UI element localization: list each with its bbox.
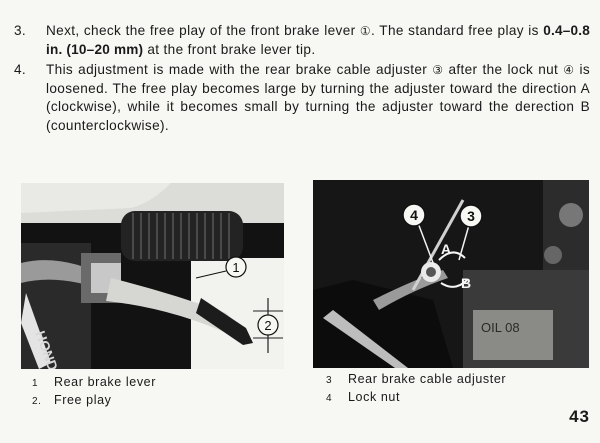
caption-text: Rear brake lever	[54, 375, 157, 389]
step3-text-mid: . The standard free play is	[371, 23, 544, 38]
arrow-clockwise-icon	[438, 251, 466, 261]
caption-number: 4	[326, 393, 333, 404]
step3-text-after: at the front brake lever tip.	[143, 41, 316, 57]
cable-adjuster-photo: OIL 08 4 3 A B	[313, 180, 589, 368]
caption-item: 2. Free play	[32, 392, 156, 410]
caption-text: Rear brake cable adjuster	[348, 372, 507, 386]
ref-circle-3: ③	[432, 63, 444, 77]
step-number: 3.	[14, 23, 27, 38]
callout-3	[459, 204, 483, 228]
caption-item: 3 Rear brake cable adjuster	[326, 371, 506, 389]
step3-text-before: Next, check the free play of the front b…	[46, 23, 360, 38]
caption-left: 1 Rear brake lever 2. Free play	[32, 374, 156, 410]
callout-1-label: 1	[232, 260, 239, 275]
brake-lever-illustration: HONDA 1 2	[21, 183, 284, 369]
step-text: Next, check the free play of the front b…	[46, 22, 590, 59]
cable-adjuster-illustration: OIL 08 4 3 A B	[313, 180, 589, 368]
step-number: 4.	[14, 62, 27, 77]
caption-item: 4 Lock nut	[326, 389, 506, 407]
step4-text-a: This adjustment is made with the rear br…	[46, 62, 433, 77]
caption-number: 1	[32, 378, 39, 389]
direction-b-label: B	[461, 275, 471, 291]
callout-1	[225, 256, 247, 278]
brake-lever-photo: HONDA 1 2	[21, 183, 284, 369]
caption-number: 2.	[32, 396, 42, 407]
page-number: 43	[569, 407, 590, 426]
callout-4	[402, 203, 426, 227]
step4-text-c: is loosened. The free play becomes large…	[46, 62, 590, 133]
callout-2-label: 2	[264, 318, 271, 333]
instruction-step-3: 3. Next, check the free play of the fron…	[8, 22, 590, 59]
arrow-counterclockwise-icon	[440, 279, 468, 288]
engine-stamp: OIL 08	[481, 320, 520, 335]
step-text: This adjustment is made with the rear br…	[46, 61, 590, 135]
caption-number: 3	[326, 375, 333, 386]
callout-3-label: 3	[467, 208, 475, 224]
callout-2	[257, 314, 279, 336]
direction-a-label: A	[441, 241, 451, 257]
caption-right: 3 Rear brake cable adjuster 4 Lock nut	[326, 371, 506, 407]
step4-text-b: after the lock nut	[443, 62, 564, 77]
caption-text: Free play	[54, 393, 112, 407]
ref-circle-4: ④	[563, 63, 575, 77]
free-play-spec: 0.4–0.8 in. (10–20 mm)	[46, 23, 590, 57]
caption-item: 1 Rear brake lever	[32, 374, 156, 392]
callout-4-label: 4	[410, 207, 418, 223]
caption-text: Lock nut	[348, 390, 401, 404]
instruction-step-4: 4. This adjustment is made with the rear…	[8, 61, 590, 135]
ref-circle-1: ①	[359, 24, 371, 38]
